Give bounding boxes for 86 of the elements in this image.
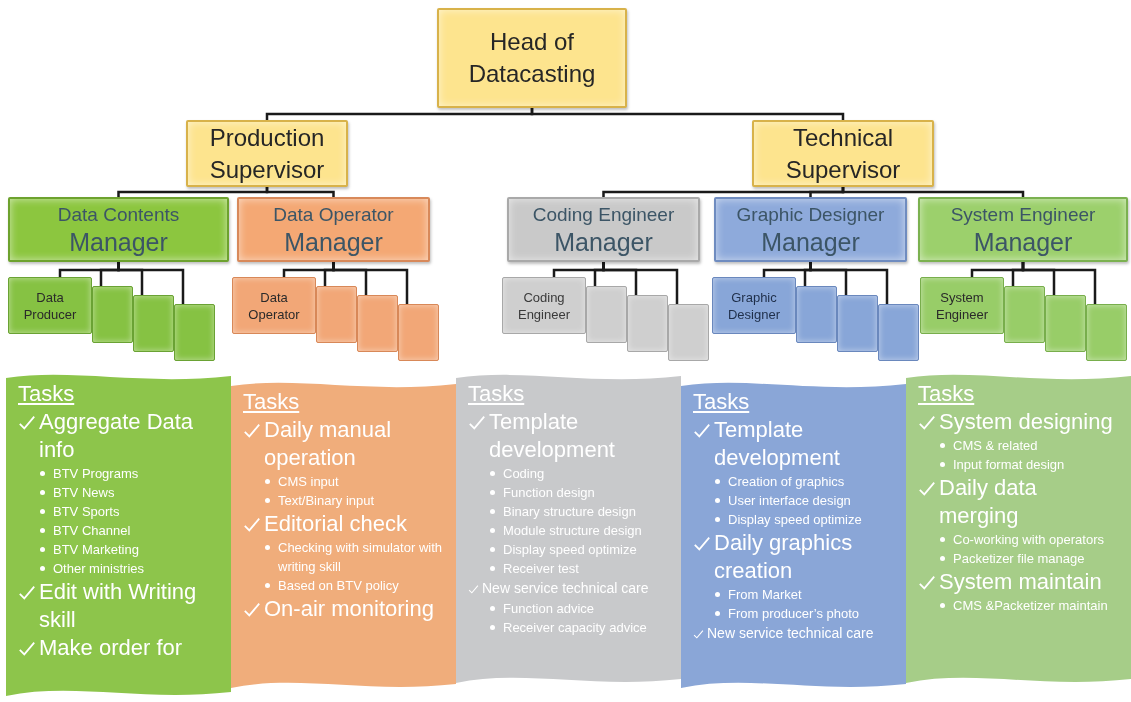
tasks-heading: Tasks [918, 380, 975, 408]
task-item: Daily manual operation [264, 416, 393, 472]
task-detail: CMS & related [953, 437, 1038, 455]
connector-line [1021, 262, 1097, 304]
task-detail: From Market [728, 586, 802, 604]
stacked-card [586, 286, 627, 343]
manager-box [8, 197, 229, 262]
task-item: System designing [939, 408, 1113, 436]
role-label: Coding Engineer [516, 288, 571, 323]
staff-card [502, 277, 586, 334]
task-item: Aggregate Data info [39, 408, 195, 464]
manager-box [714, 197, 907, 262]
task-item: Editorial check [264, 510, 408, 538]
task-item: On-air monitoring [264, 595, 434, 623]
task-detail: User interface design [728, 492, 851, 510]
task-detail: CMS input [278, 473, 339, 491]
task-item: Edit with Writing skill [39, 578, 198, 634]
role-title: Graphic Designer [736, 202, 885, 227]
stacked-card [398, 304, 439, 361]
role-label: Graphic Designer [727, 288, 781, 323]
task-detail: CMS &Packetizer maintain [953, 597, 1108, 615]
connector-line [265, 187, 335, 197]
tasks-heading: Tasks [243, 388, 300, 416]
task-detail: Other ministries [53, 560, 145, 578]
task-detail: Display speed optimize [728, 511, 862, 529]
role-title: Coding Engineer [532, 202, 675, 227]
stacked-card [627, 295, 668, 352]
task-detail: BTV Sports [53, 503, 120, 521]
role-title: Manager [284, 226, 383, 257]
task-detail: Text/Binary input [278, 492, 375, 510]
connector-line [530, 108, 845, 120]
stacked-card [1086, 304, 1127, 361]
manager-box [918, 197, 1128, 262]
role-title: Manager [761, 226, 860, 257]
stacked-card [837, 295, 878, 352]
task-detail: BTV Channel [53, 522, 131, 540]
task-detail: Checking with simulator with writing skill [278, 539, 443, 576]
task-detail: Based on BTV policy [278, 577, 399, 595]
role-label: Data Operator [247, 288, 301, 323]
staff-card [232, 277, 316, 334]
role-label: System Engineer [934, 288, 989, 323]
role-title: Data Contents [57, 202, 180, 227]
supervisor-box [752, 120, 934, 187]
task-detail: BTV Programs [53, 465, 139, 483]
task-detail: Creation of graphics [728, 473, 845, 491]
role-title: Manager [554, 226, 653, 257]
stacked-card [878, 304, 919, 361]
task-item: Daily graphics creation [714, 529, 854, 585]
task-detail: BTV News [53, 484, 115, 502]
task-item: Template development [714, 416, 841, 472]
role-title: Manager [973, 226, 1073, 257]
role-title: Head of Datacasting [467, 27, 597, 89]
stacked-card [1004, 286, 1045, 343]
manager-box [237, 197, 430, 262]
head-box [437, 8, 627, 108]
stacked-card [92, 286, 133, 343]
staff-card [712, 277, 796, 334]
task-item: Daily data merging [939, 474, 1038, 530]
tasks-heading: Tasks [693, 388, 750, 416]
role-title: Technical Supervisor [784, 122, 902, 185]
stacked-card [1045, 295, 1086, 352]
task-detail: Packetizer file manage [953, 550, 1085, 568]
stacked-card [357, 295, 398, 352]
tasks-heading: Tasks [18, 380, 75, 408]
role-title: Data Operator [273, 202, 394, 227]
stacked-card [133, 295, 174, 352]
stacked-card [796, 286, 837, 343]
task-item: System maintain [939, 568, 1102, 596]
task-detail: Co-working with operators [953, 531, 1104, 549]
role-title: Manager [69, 226, 168, 257]
supervisor-box [186, 120, 348, 187]
manager-box [507, 197, 700, 262]
role-label: Data Producer [22, 288, 78, 323]
stacked-card [668, 304, 709, 361]
task-item: New service technical care [707, 624, 874, 643]
task-detail: Input format design [953, 456, 1065, 474]
role-title: Production Supervisor [208, 122, 326, 185]
task-item: Make order for [39, 634, 183, 662]
staff-card [8, 277, 92, 334]
stacked-card [316, 286, 357, 343]
staff-card [920, 277, 1004, 334]
task-detail: From producer’s photo [728, 605, 860, 623]
task-detail: BTV Marketing [53, 541, 139, 559]
stacked-card [174, 304, 215, 361]
connector-line [841, 187, 1025, 197]
role-title: System Engineer [950, 202, 1096, 227]
